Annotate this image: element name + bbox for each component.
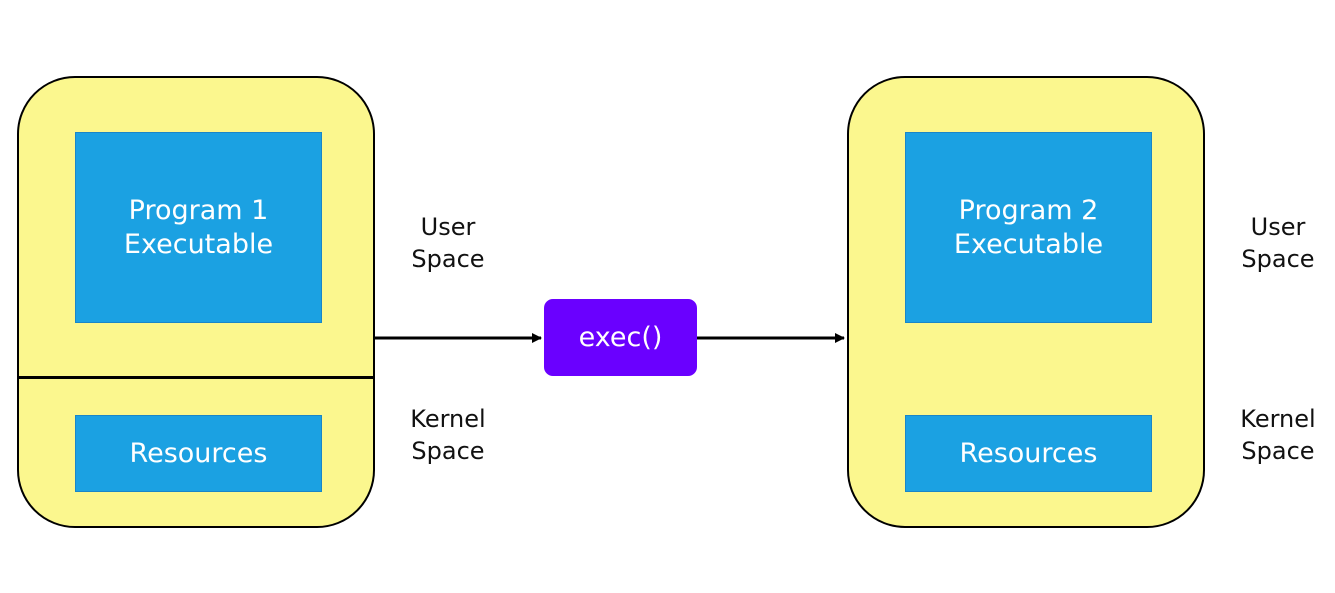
program-1-executable-block: Program 1 Executable (75, 132, 322, 323)
process-1-kernel-space-label: Kernel Space (410, 405, 486, 465)
process-1-user-space-label: User Space (411, 213, 485, 273)
process-2-box: Program 2 Executable Resources (847, 76, 1205, 528)
process-1-resources-block: Resources (75, 415, 322, 492)
process-2-user-space-label: User Space (1241, 213, 1315, 273)
program-2-executable-block: Program 2 Executable (905, 132, 1152, 323)
process-2-kernel-space-label: Kernel Space (1240, 405, 1316, 465)
exec-call-node: exec() (544, 299, 697, 376)
user-kernel-divider (19, 376, 373, 379)
process-1-box: Program 1 Executable Resources (17, 76, 375, 528)
process-2-resources-block: Resources (905, 415, 1152, 492)
